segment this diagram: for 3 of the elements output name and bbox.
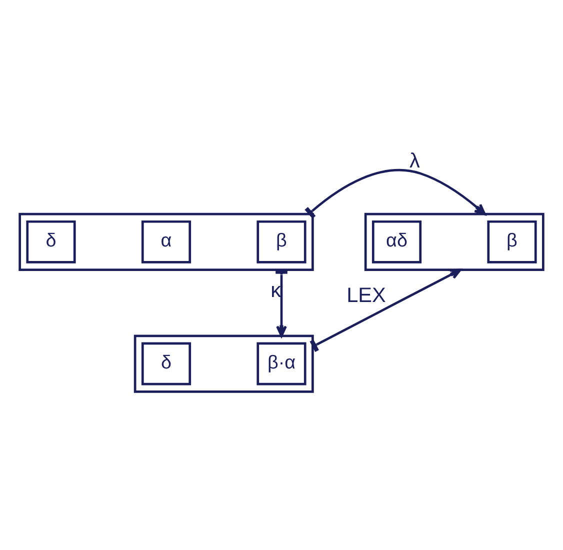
edge-label: κ	[270, 278, 282, 302]
edge-label: λ	[410, 149, 420, 172]
edge-label: LEX	[346, 284, 386, 308]
